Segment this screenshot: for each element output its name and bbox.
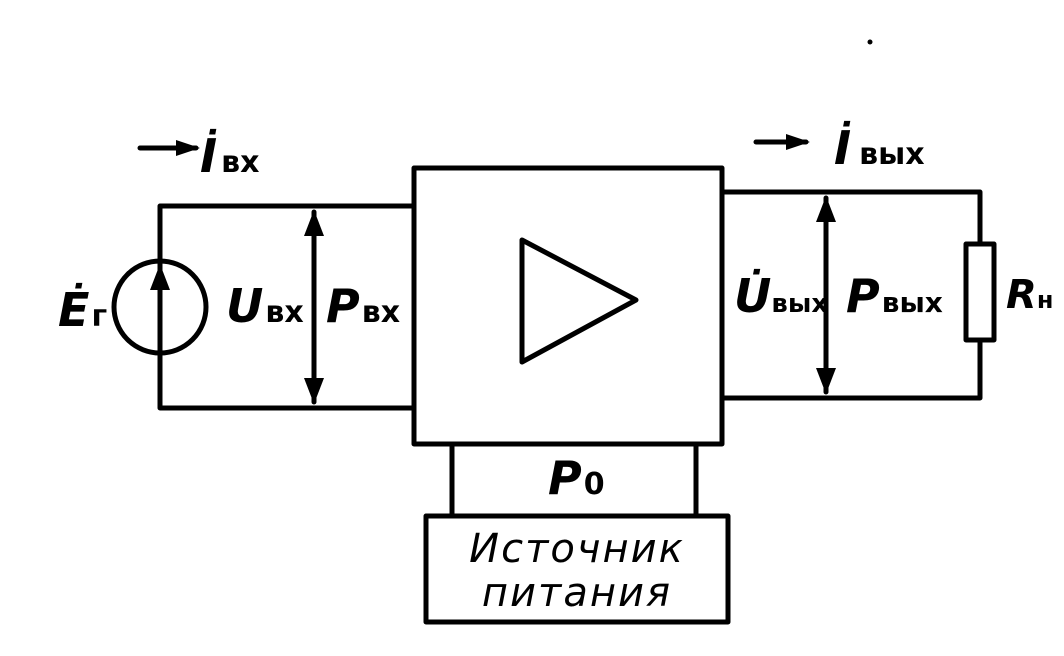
speck	[867, 39, 873, 45]
output-voltage-label: U̇вых	[734, 269, 828, 323]
generator-source-circle	[111, 258, 209, 356]
input-current-arrow-head	[176, 140, 200, 156]
amplifier-block	[411, 165, 725, 447]
output-arrow-head-top	[816, 196, 836, 222]
output-wire-bottom	[719, 337, 983, 401]
generator-emf-label: Ėг	[58, 283, 107, 337]
input-power-label: Pвх	[326, 279, 400, 333]
input-voltage-label: Uвх	[226, 279, 304, 333]
power-supply-label-line2: питания	[482, 570, 672, 616]
supply-power-label: P0	[548, 451, 605, 505]
power-supply-label-line1: Источник	[469, 526, 685, 572]
output-power-label: Pвых	[846, 269, 943, 323]
load-resistor	[963, 241, 997, 343]
input-arrow-head-top	[304, 210, 324, 236]
output-wire	[719, 189, 983, 247]
amplifier-triangle-symbol	[519, 237, 639, 365]
output-current-arrow-head	[786, 134, 810, 150]
load-resistance-label: Rн	[1006, 272, 1053, 318]
output-arrow-head-bottom	[816, 368, 836, 394]
generator-arrow-head	[150, 264, 170, 290]
input-arrow-head-bottom	[304, 378, 324, 404]
power-supply-block	[423, 513, 731, 625]
